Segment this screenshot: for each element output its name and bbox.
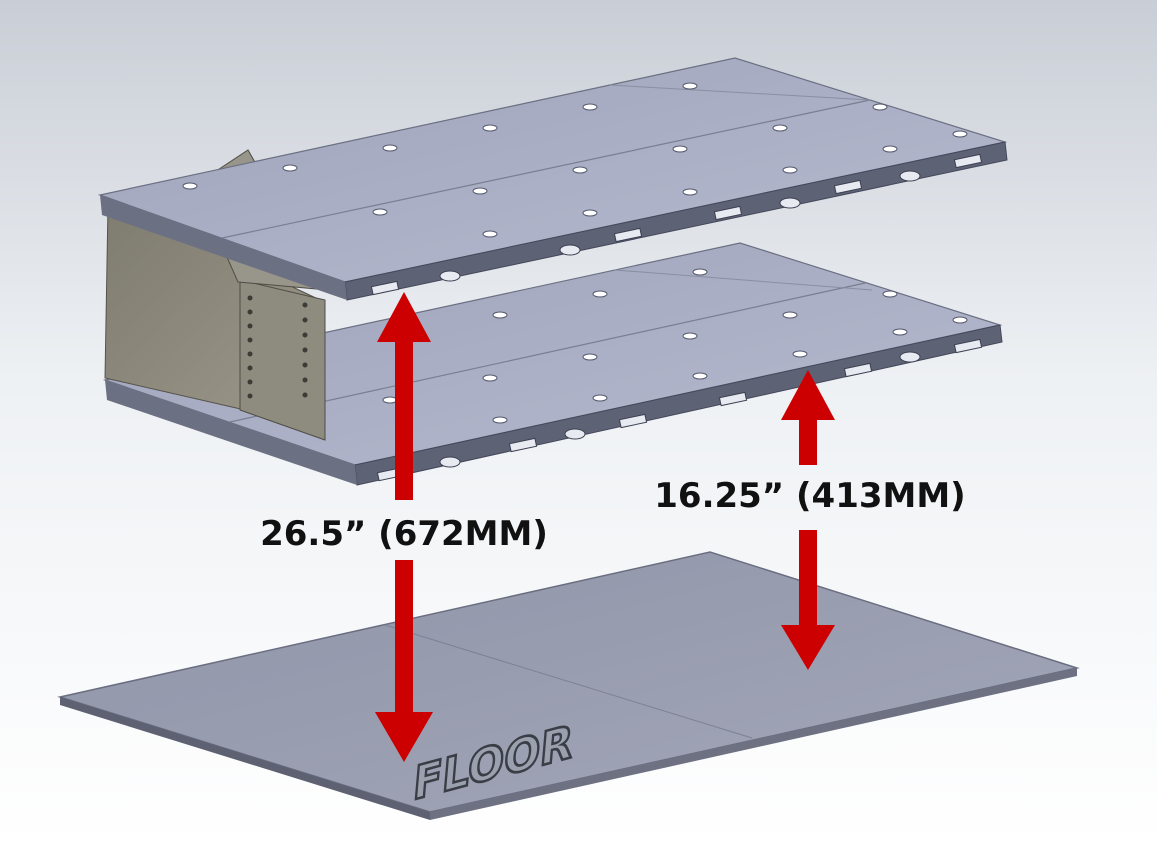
upper-height-label: 26.5” (672MM) <box>260 514 548 554</box>
lower-shelf <box>102 242 1003 486</box>
upper-shelf-holes <box>182 82 968 238</box>
floor-plate: FLOOR <box>57 551 1080 820</box>
lower-height-arrow: 16.25” (413MM) <box>654 370 966 670</box>
upper-shelf-slots <box>370 153 983 296</box>
lower-height-label: 16.25” (413MM) <box>654 476 965 516</box>
upper-height-arrow: 26.5” (672MM) <box>260 292 548 762</box>
upper-shelf <box>97 57 1008 301</box>
lower-shelf-slots <box>376 338 983 482</box>
bracket-holes <box>247 295 308 399</box>
